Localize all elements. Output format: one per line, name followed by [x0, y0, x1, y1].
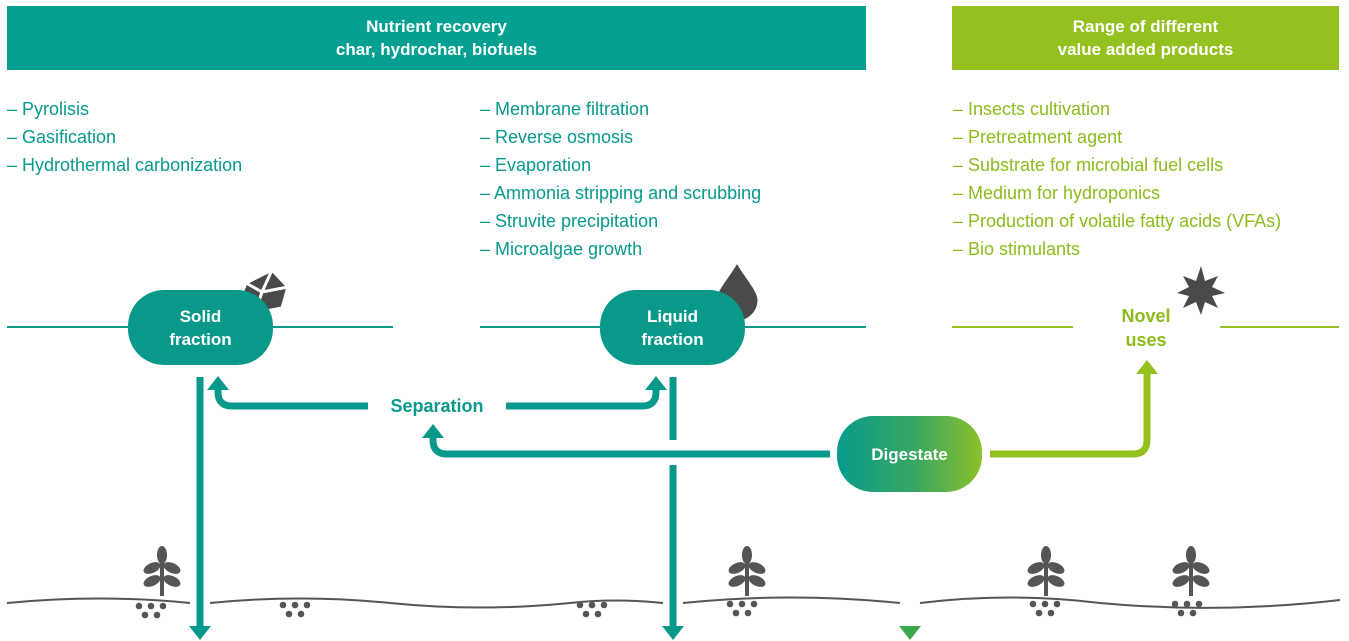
plant-icon: [728, 546, 766, 596]
node-line-1: Solid: [179, 306, 222, 326]
arrow-head: [1136, 360, 1158, 374]
list-item: – Evaporation: [480, 155, 592, 175]
header-line-2: value added products: [1057, 40, 1234, 59]
solid-process-list: – Pyrolisis – Gasification – Hydrotherma…: [7, 95, 242, 179]
down-arrows: [189, 377, 921, 640]
list-item: – Production of volatile fatty acids (VF…: [953, 211, 1282, 231]
soil-dots: [135, 600, 1203, 619]
list-item: – Substrate for microbial fuel cells: [953, 155, 1224, 175]
list-item: – Pretreatment agent: [953, 127, 1123, 147]
plant-icon: [1172, 546, 1210, 596]
node-line-2: fraction: [169, 329, 232, 349]
soil-line: [6, 596, 1341, 609]
separation-label: Separation: [390, 396, 484, 416]
list-item: – Reverse osmosis: [480, 127, 634, 147]
star-icon: [1177, 266, 1225, 315]
list-item: – Hydrothermal carbonization: [7, 155, 243, 175]
node-line-2: uses: [1125, 330, 1167, 350]
list-item: – Microalgae growth: [480, 239, 643, 259]
header-line-2: char, hydrochar, biofuels: [335, 40, 538, 59]
digestate-to-separation-arrow: [429, 436, 830, 458]
node-line-1: Novel: [1121, 306, 1171, 326]
plant-icon: [143, 546, 181, 596]
liquid-fraction-node: Liquid fraction: [600, 290, 745, 365]
list-item: – Struvite precipitation: [480, 211, 659, 231]
separation-arrows: [214, 388, 660, 410]
header-line-1: Nutrient recovery: [366, 17, 507, 36]
digestate-to-novel-arrow: [990, 372, 1151, 458]
novel-products-list: – Insects cultivation – Pretreatment age…: [953, 95, 1281, 263]
node-line-2: fraction: [641, 329, 704, 349]
node-label: Digestate: [871, 444, 948, 464]
solid-fraction-node: Solid fraction: [128, 290, 273, 365]
node-line-1: Liquid: [647, 306, 698, 326]
novel-uses-node: Novel uses: [1090, 304, 1202, 352]
value-added-header: Range of different value added products: [952, 6, 1339, 70]
arrow-head: [422, 424, 444, 438]
digestate-node: Digestate: [837, 416, 982, 492]
header-line-1: Range of different: [1072, 17, 1219, 36]
list-item: – Pyrolisis: [7, 99, 90, 119]
list-item: – Bio stimulants: [953, 239, 1081, 259]
arrow-head: [645, 376, 667, 390]
list-item: – Insects cultivation: [953, 99, 1111, 119]
list-item: – Gasification: [7, 127, 117, 147]
liquid-process-list: – Membrane filtration – Reverse osmosis …: [480, 95, 761, 263]
arrow-head: [207, 376, 229, 390]
list-item: – Ammonia stripping and scrubbing: [480, 183, 762, 203]
nutrient-recovery-header: Nutrient recovery char, hydrochar, biofu…: [7, 6, 866, 70]
list-item: – Medium for hydroponics: [953, 183, 1161, 203]
plant-icon: [1027, 546, 1065, 596]
list-item: – Membrane filtration: [480, 99, 650, 119]
